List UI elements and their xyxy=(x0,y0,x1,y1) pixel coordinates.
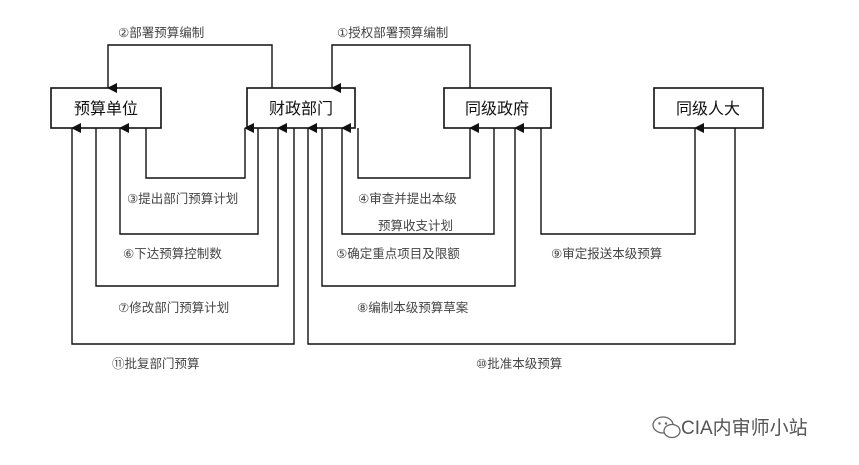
arrow-step-8 xyxy=(321,123,524,287)
label-step-1: ①授权部署预算编制 xyxy=(337,25,448,40)
arrow-step-10 xyxy=(307,123,736,345)
node-tongji-zhengfu: 同级政府 xyxy=(443,87,552,129)
arrow-step-9 xyxy=(540,123,704,235)
arrow-step-6 xyxy=(119,123,259,235)
arrow-step-2 xyxy=(107,44,273,93)
node-caizheng-bumen: 财政部门 xyxy=(246,87,356,129)
label-step-2: ②部署预算编制 xyxy=(118,25,204,40)
watermark-text: CIA内审师小站 xyxy=(681,417,808,439)
arrow-step-3 xyxy=(145,123,254,179)
arrow-step-11 xyxy=(71,123,295,345)
arrow-step-1 xyxy=(331,44,471,93)
node-tongji-renda-label: 同级人大 xyxy=(676,99,740,118)
label-step-11: ⑪批复部门预算 xyxy=(112,356,200,371)
node-tongji-renda: 同级人大 xyxy=(653,87,764,129)
arrow-step-4 xyxy=(357,123,479,179)
node-yusuan-danwei: 预算单位 xyxy=(50,87,162,129)
label-step-7: ⑦修改部门预算计划 xyxy=(118,300,229,315)
node-tongji-zhengfu-label: 同级政府 xyxy=(465,99,529,118)
label-step-4-line2: 预算收支计划 xyxy=(378,218,453,233)
label-step-8: ⑧编制本级预算草案 xyxy=(357,300,469,315)
label-step-5: ⑤确定重点项目及限额 xyxy=(336,246,460,261)
node-caizheng-bumen-label: 财政部门 xyxy=(269,99,333,118)
wechat-icon xyxy=(652,416,681,439)
arrow-step-7 xyxy=(95,123,287,287)
node-yusuan-danwei-label: 预算单位 xyxy=(74,99,138,118)
arrow-step-5 xyxy=(341,123,495,235)
label-step-4-line1: ④审查并提出本级 xyxy=(358,191,457,206)
label-step-6: ⑥下达预算控制数 xyxy=(123,246,222,261)
label-step-3: ③提出部门预算计划 xyxy=(127,191,238,206)
label-step-9: ⑨审定报送本级预算 xyxy=(551,246,662,261)
label-step-10: ⑩批准本级预算 xyxy=(476,356,562,371)
